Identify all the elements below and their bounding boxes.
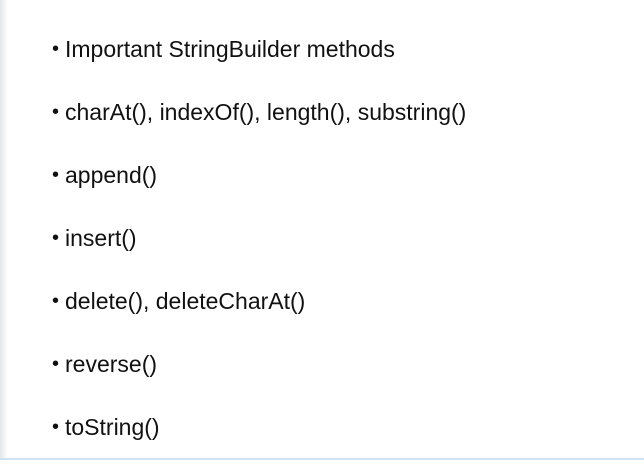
bullet-text: append() [65,162,158,188]
bullet-text: reverse() [65,351,158,377]
bullet-item-insert: • insert() [52,221,466,284]
bullet-icon: • [52,38,60,60]
bullet-icon: • [52,353,60,375]
bullet-text: Important StringBuilder methods [65,36,395,62]
bullet-icon: • [52,101,60,123]
bullet-item-delete: • delete(), deleteCharAt() [52,284,466,347]
bullet-text: delete(), deleteCharAt() [65,288,306,314]
bullet-text: charAt(), indexOf(), length(), substring… [65,99,467,125]
bullet-item-append: • append() [52,158,466,221]
bullet-icon: • [52,416,60,438]
bullet-text: insert() [65,225,137,251]
bullet-icon: • [52,290,60,312]
bullet-text: toString() [65,414,160,440]
slide-content: • Important StringBuilder methods • char… [52,36,466,440]
bullet-icon: • [52,227,60,249]
bullet-icon: • [52,164,60,186]
bullet-item-accessors: • charAt(), indexOf(), length(), substri… [52,95,466,158]
bullet-list: • Important StringBuilder methods • char… [52,32,466,473]
bottom-divider [0,458,644,460]
bullet-item-reverse: • reverse() [52,347,466,410]
bullet-item-heading: • Important StringBuilder methods [52,32,466,95]
bullet-item-tostring: • toString() [52,410,466,473]
page-left-edge [0,0,8,460]
